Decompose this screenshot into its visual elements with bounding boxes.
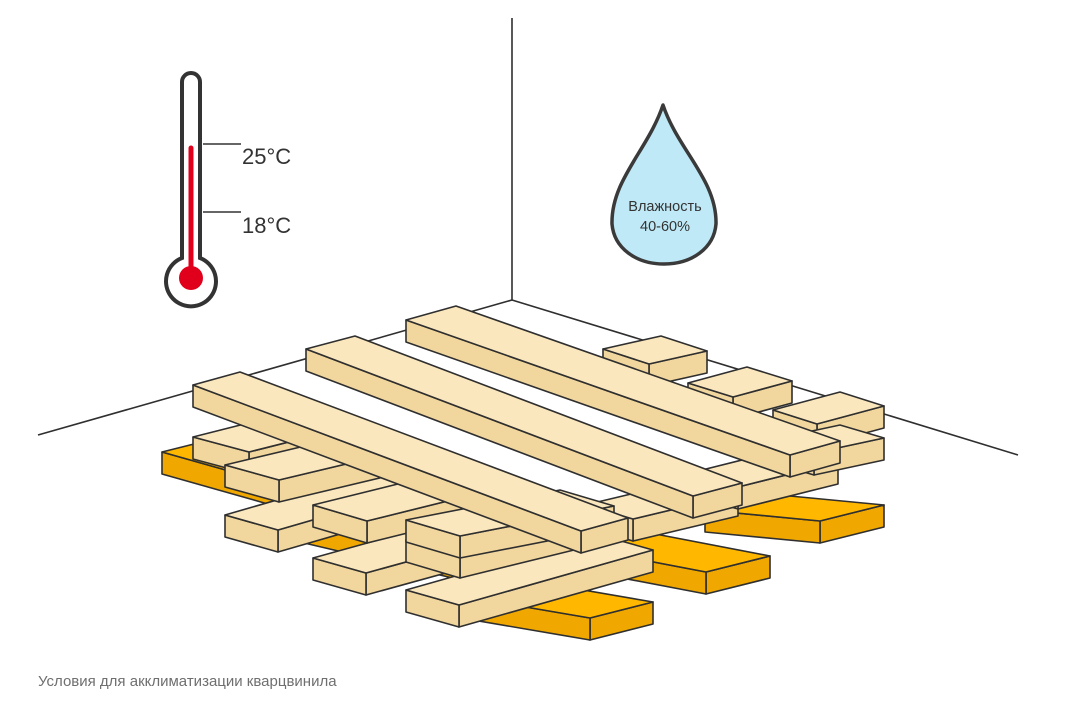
- water-drop-icon: Влажность 40-60%: [610, 103, 718, 266]
- vinyl-plank: [192, 371, 629, 554]
- humidity-label: Влажность: [628, 199, 701, 215]
- board-top-face: [602, 335, 708, 365]
- thermometer-icon: 25°C 18°C: [164, 71, 291, 309]
- mercury-bulb: [179, 266, 203, 290]
- vinyl-plank: [405, 305, 841, 478]
- board-top-face: [192, 371, 629, 532]
- board-top-face: [405, 305, 841, 456]
- min-temp-label: 18°C: [242, 213, 291, 238]
- humidity-value: 40-60%: [640, 219, 690, 235]
- acclimatization-scene: 25°C 18°C Влажность 40-60%: [37, 18, 1019, 641]
- vinyl-plank: [305, 335, 743, 519]
- figure-caption: Условия для акклиматизации кварцвинила: [38, 673, 337, 690]
- vinyl-plank: [405, 534, 654, 628]
- max-temp-label: 25°C: [242, 144, 291, 169]
- board-top-face: [687, 366, 793, 398]
- water-drop-shape: [610, 103, 718, 266]
- board-top-face: [305, 335, 743, 497]
- plank-stack: [161, 305, 885, 641]
- board-top-face: [772, 391, 885, 425]
